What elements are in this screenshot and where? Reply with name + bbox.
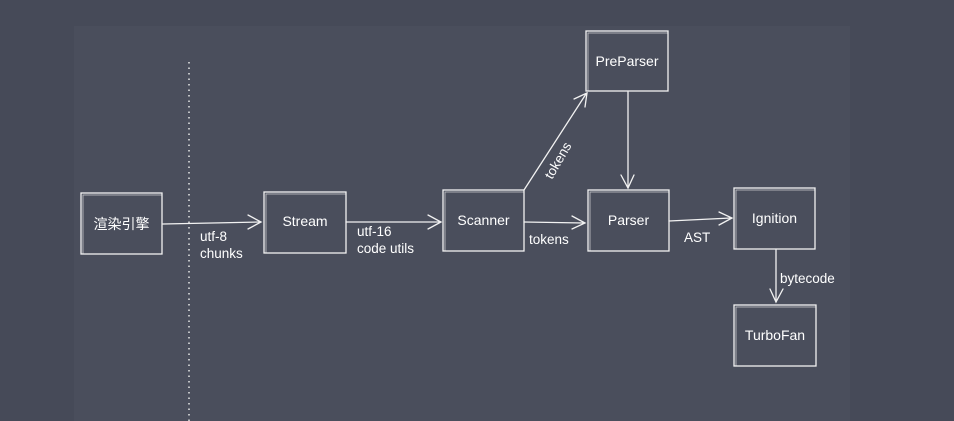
edge-label-bytecode: bytecode bbox=[780, 271, 835, 286]
edge-label-chunks: chunks bbox=[200, 246, 243, 261]
node-ignition[interactable]: Ignition bbox=[733, 187, 816, 250]
edge-label-tokens-diagonal: tokens bbox=[542, 139, 575, 181]
edge-label-code-utils: code utils bbox=[357, 241, 414, 256]
node-preparser[interactable]: PreParser bbox=[585, 30, 669, 92]
node-render-engine-label: 渲染引擎 bbox=[94, 216, 150, 232]
node-turbofan[interactable]: TurboFan bbox=[733, 304, 817, 367]
edge-label-utf8: utf-8 bbox=[200, 229, 227, 244]
edge-label-tokens: tokens bbox=[529, 232, 569, 247]
edge-label-utf16: utf-16 bbox=[357, 224, 392, 239]
node-scanner-label: Scanner bbox=[457, 212, 509, 228]
edge-parser-to-ignition: AST bbox=[668, 211, 734, 245]
edge-scanner-to-parser: tokens bbox=[523, 215, 587, 247]
node-parser[interactable]: Parser bbox=[587, 189, 670, 252]
edge-preparser-to-parser bbox=[620, 91, 635, 190]
node-scanner[interactable]: Scanner bbox=[442, 189, 525, 252]
edge-stream-to-scanner: utf-16 code utils bbox=[345, 214, 443, 256]
node-turbofan-label: TurboFan bbox=[745, 327, 805, 343]
node-stream[interactable]: Stream bbox=[263, 191, 347, 254]
node-ignition-label: Ignition bbox=[752, 210, 797, 226]
edge-scanner-to-preparser: tokens bbox=[523, 91, 588, 191]
node-parser-label: Parser bbox=[608, 212, 650, 228]
node-preparser-label: PreParser bbox=[595, 53, 658, 69]
edge-engine-to-stream: utf-8 chunks bbox=[162, 214, 263, 261]
edge-label-ast: AST bbox=[684, 230, 710, 245]
edge-ignition-to-turbofan: bytecode bbox=[769, 249, 835, 304]
node-stream-label: Stream bbox=[282, 213, 327, 229]
node-render-engine[interactable]: 渲染引擎 bbox=[80, 192, 163, 255]
